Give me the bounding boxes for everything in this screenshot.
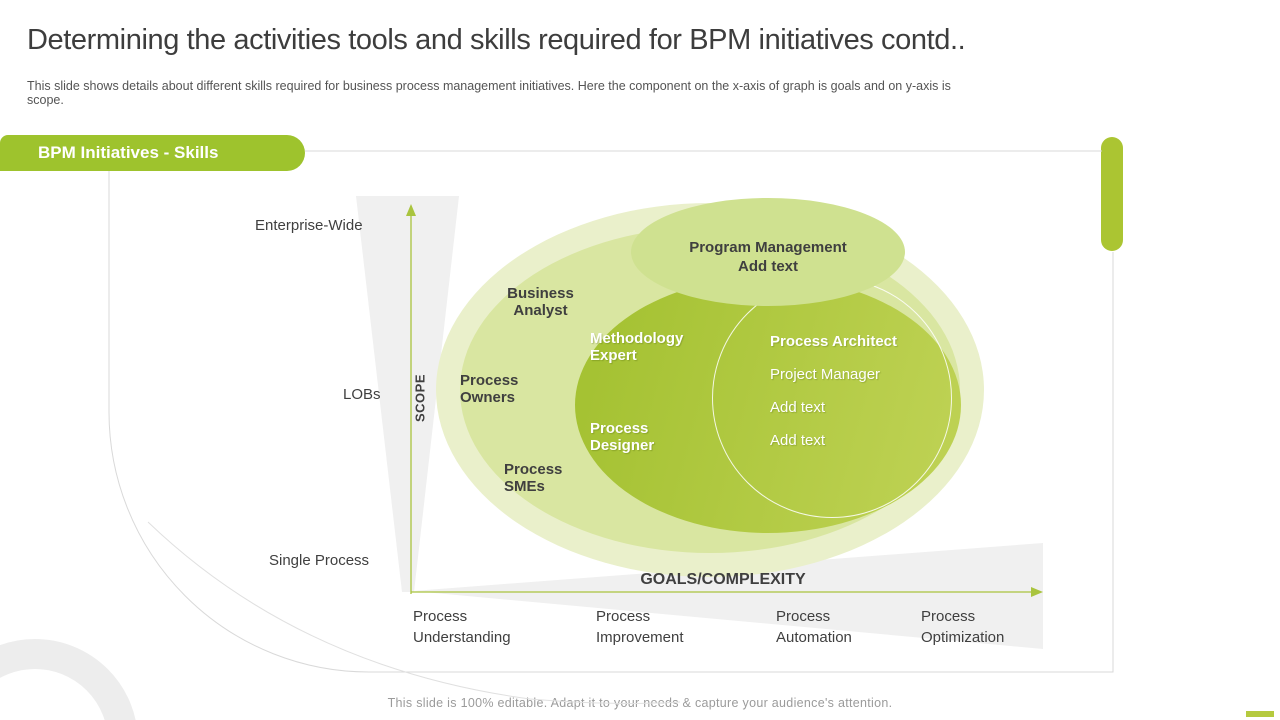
top-ellipse bbox=[631, 198, 905, 306]
sweep-arc bbox=[147, 521, 681, 704]
label-process-architect: Process Architect bbox=[770, 333, 898, 350]
x-tick-process-understanding: Process Understanding bbox=[413, 608, 511, 646]
label-process-owners: Process Owners bbox=[460, 372, 519, 406]
label-process-designer: Process Designer bbox=[590, 420, 655, 454]
x-axis-arrow-icon bbox=[1031, 587, 1043, 597]
label-program-management: Program Management Add text bbox=[640, 238, 896, 276]
program-add-text-placeholder[interactable]: Add text bbox=[738, 258, 798, 275]
y-axis-title: SCOPE bbox=[412, 373, 428, 423]
accent-pill bbox=[1101, 137, 1123, 251]
inner-circle-labels: Process Architect Project Manager Add te… bbox=[770, 333, 920, 465]
y-tick-enterprise-wide: Enterprise-Wide bbox=[255, 217, 363, 234]
complexity-beam bbox=[413, 543, 1043, 649]
label-project-manager: Project Manager bbox=[770, 366, 881, 383]
label-methodology-expert: Methodology Expert bbox=[590, 330, 684, 364]
section-badge: BPM Initiatives - Skills bbox=[0, 135, 305, 171]
y-tick-single-process: Single Process bbox=[269, 552, 370, 569]
x-axis-title: GOALS/COMPLEXITY bbox=[640, 571, 806, 588]
program-management-line: Program Management bbox=[689, 239, 847, 256]
label-process-smes: Process SMEs bbox=[504, 461, 563, 495]
label-business-analyst: Business Analyst bbox=[507, 285, 574, 319]
y-axis-arrow-icon bbox=[406, 204, 416, 216]
accent-dash bbox=[1246, 711, 1274, 717]
y-tick-lobs: LOBs bbox=[343, 386, 381, 403]
add-text-placeholder[interactable]: Add text bbox=[770, 399, 826, 416]
scope-beam bbox=[356, 196, 459, 592]
frame-border bbox=[108, 150, 1114, 673]
x-tick-process-improvement: Process Improvement bbox=[596, 608, 684, 646]
corner-ring bbox=[0, 639, 136, 720]
page-title: Determining the activities tools and ski… bbox=[27, 24, 966, 56]
add-text-placeholder[interactable]: Add text bbox=[770, 432, 826, 449]
x-tick-process-automation: Process Automation bbox=[776, 608, 852, 646]
x-tick-process-optimization: Process Optimization bbox=[921, 608, 1005, 646]
page-subtitle: This slide shows details about different… bbox=[27, 79, 951, 107]
